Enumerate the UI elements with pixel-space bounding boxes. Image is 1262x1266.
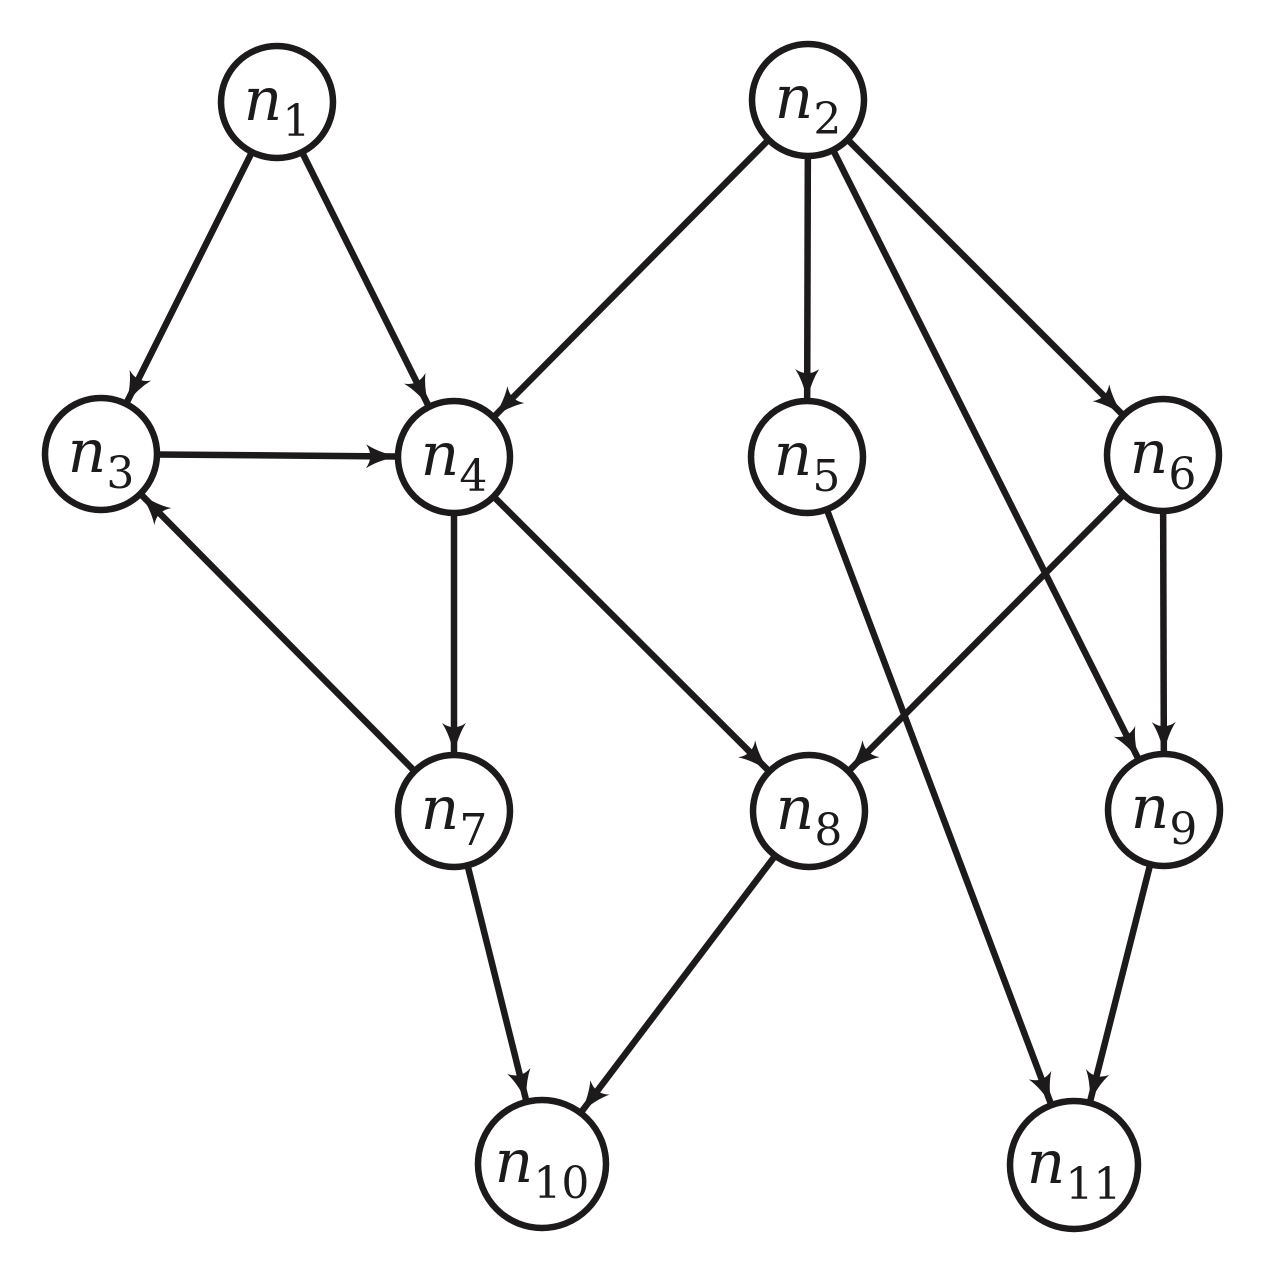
node-n5-label: n5 [774,420,841,502]
edge-n5-n11 [823,508,1055,1107]
node-n8-label-sub: 8 [814,805,842,856]
node-n10-circle [474,1096,610,1232]
node-n3-label: n3 [68,417,135,499]
edge-n2-n5 [795,155,820,402]
node-n2: n2 [748,40,868,160]
edge-n8-n10 [578,853,778,1115]
node-n6-label-base: n [1130,418,1169,488]
node-n4-label-base: n [421,420,460,490]
edge-n1-n4 [299,150,432,409]
edge-n2-n6 [845,137,1126,418]
node-n1-label-base: n [244,65,283,135]
edge-n7-n10 [464,864,531,1103]
node-n6-circle [1103,395,1223,515]
node-n8-label-base: n [776,774,815,844]
node-n1-label: n1 [244,65,311,147]
node-n9-label: n9 [1131,773,1198,855]
node-n11-label-sub: 11 [1065,1159,1121,1210]
node-n9: n9 [1104,750,1224,870]
node-n8-circle [749,751,869,871]
node-n2-circle [748,40,868,160]
edge-n7-n3 [138,491,417,774]
edge-n4-n8 [491,494,772,774]
node-n5-label-sub: 5 [812,451,840,502]
edge-layer [123,137,1176,1115]
node-n2-label-sub: 2 [813,94,841,145]
node-n8: n8 [749,751,869,871]
node-n1: n1 [217,42,337,162]
node-n11-label: n11 [1027,1128,1122,1210]
node-n3: n3 [41,394,161,514]
edge-n2-n9 [830,148,1142,762]
node-n4-circle [394,397,514,517]
node-n4-label: n4 [421,420,488,502]
edge-n9-n11 [1085,863,1154,1104]
node-n4: n4 [394,397,514,517]
node-n11: n11 [1006,1097,1142,1233]
node-n7: n7 [394,751,514,871]
node-n7-circle [394,751,514,871]
edge-n1-n3 [123,150,255,406]
edge-n6-n9 [1151,510,1176,755]
node-n9-label-base: n [1131,773,1170,843]
node-n3-label-base: n [68,417,107,487]
node-n6-label: n6 [1130,418,1197,500]
node-n5: n5 [747,397,867,517]
node-n5-circle [747,397,867,517]
node-n2-label-base: n [775,63,814,133]
node-n7-label-base: n [421,774,460,844]
node-n10-label-sub: 10 [533,1158,589,1209]
node-n5-label-base: n [774,420,813,490]
node-n6: n6 [1103,395,1223,515]
node-n4-label-sub: 4 [459,451,487,502]
node-n9-label-sub: 9 [1169,804,1197,855]
node-n10-label-base: n [495,1127,534,1197]
node-n10: n10 [474,1096,610,1232]
edge-n2-n4 [491,137,771,420]
edge-n3-n4 [156,444,399,469]
node-n8-label: n8 [776,774,843,856]
node-n7-label: n7 [421,774,488,856]
node-n1-label-sub: 1 [282,96,310,147]
node-n11-circle [1006,1097,1142,1233]
node-n3-label-sub: 3 [106,448,134,499]
edge-n6-n8 [846,492,1126,774]
node-n9-circle [1104,750,1224,870]
node-n3-circle [41,394,161,514]
node-n6-label-sub: 6 [1168,449,1196,500]
node-n2-label: n2 [775,63,842,145]
node-n7-label-sub: 7 [459,805,487,856]
node-n1-circle [217,42,337,162]
node-n10-label: n10 [495,1127,590,1209]
node-n11-label-base: n [1027,1128,1066,1198]
